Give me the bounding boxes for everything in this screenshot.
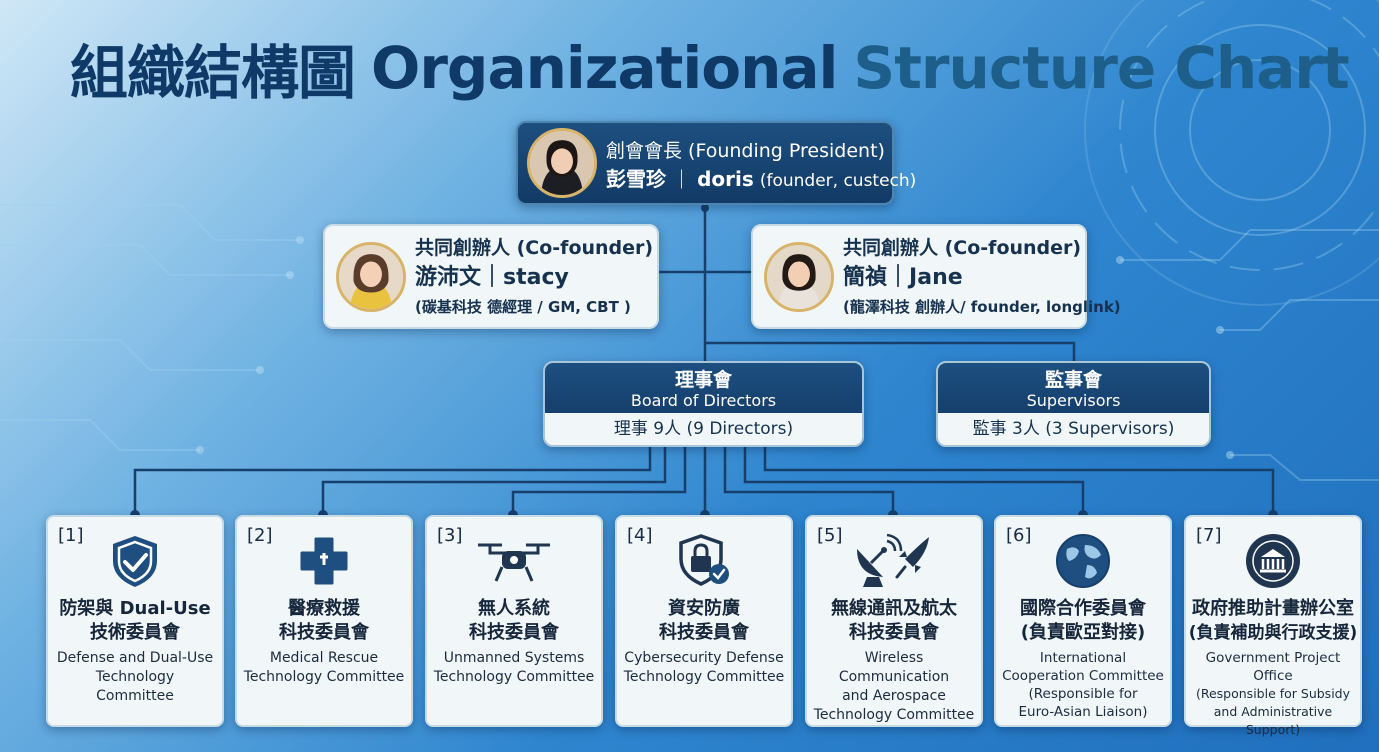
title-en-part2: Structure Chart: [853, 34, 1349, 102]
person-photo-icon: [339, 245, 403, 309]
cofounder-card: 共同創辦人 (Co-founder) 游沛文｜stacy (碳基科技 德經理 /…: [323, 224, 659, 329]
avatar: [764, 242, 834, 312]
avatar: [527, 128, 597, 198]
committee-number: [3]: [437, 525, 463, 546]
committee-title-en: International: [1039, 650, 1127, 666]
cofounder-role: 共同創辦人 (Co-founder): [843, 237, 1082, 259]
medical-cross-icon: [294, 531, 354, 591]
committee-title-en: Technology: [95, 669, 175, 685]
person-photo-icon: [767, 245, 831, 309]
committee-title-en: Cybersecurity Defense: [624, 650, 784, 666]
board-member-count: 理事 9人 (9 Directors): [613, 419, 794, 439]
committee-title-en: (Responsible for Subsidy: [1195, 686, 1351, 701]
drone-icon: [472, 531, 556, 591]
globe-icon: [1053, 531, 1113, 591]
committee-title-en: Medical Rescue: [269, 650, 379, 666]
committee-card: [6] 國際合作委員會 (負責歐亞對接) International Coope…: [994, 515, 1172, 727]
committee-title-zh: 資安防廣: [668, 598, 740, 619]
committee-title-zh: 科技委員會: [659, 622, 749, 643]
committee-title-zh: 無人系統: [478, 598, 550, 619]
supervisors-card: 監事會 Supervisors 監事 3人 (3 Supervisors): [936, 361, 1211, 447]
board-of-directors-card: 理事會 Board of Directors 理事 9人 (9 Director…: [543, 361, 864, 447]
committee-title-en: Unmanned Systems: [443, 650, 585, 666]
committee-card: [3] 無人系統 科技委員會 Unmanned Systems Technolo…: [425, 515, 603, 727]
person-photo-icon: [530, 131, 594, 195]
committee-title-en: Technology Committee: [813, 707, 975, 723]
committee-card: [1] 防架與 Dual-Use 技術委員會 Defense and Dual-…: [46, 515, 224, 727]
cofounder-card: 共同創辦人 (Co-founder) 簡禎｜Jane (龍澤科技 創辦人/ fo…: [751, 224, 1121, 329]
name-separator: ｜: [672, 169, 692, 191]
committee-title-en: Cooperation Committee: [1002, 668, 1164, 684]
board-title-zh: 監事會: [1044, 369, 1102, 391]
board-title-en: Board of Directors: [630, 391, 777, 410]
committee-title-en: (Responsible for: [1028, 686, 1138, 702]
committee-number: [4]: [627, 525, 653, 546]
board-title-zh: 理事會: [674, 369, 732, 391]
committee-title-zh: 政府推助計畫辦公室: [1192, 598, 1354, 619]
committee-title-zh: 無線通訊及航太: [831, 598, 957, 619]
title-zh: 組織結構圖: [70, 39, 356, 107]
cofounder-name-zh: 簡禎: [843, 265, 888, 290]
cofounder-name-zh: 游沛文: [415, 265, 482, 290]
committee-title-zh: 技術委員會: [90, 622, 180, 643]
committee-card: [2] 醫療救援 科技委員會 Medical Rescue Technology…: [235, 515, 413, 727]
president-role: 創會會長 (Founding President): [606, 140, 885, 162]
cofounder-org: (龍澤科技 創辦人/ founder, longlink): [843, 298, 1121, 316]
page-title: 組織結構圖 Organizational Structure Chart: [70, 28, 1350, 108]
committee-title-zh: 防架與 Dual-Use: [59, 598, 211, 619]
committee-title-en: Euro-Asian Liaison): [1018, 704, 1148, 720]
committee-number: [5]: [817, 525, 843, 546]
committee-number: [6]: [1006, 525, 1032, 546]
cofounder-org: (碳基科技 德經理 / GM, CBT ): [415, 298, 631, 316]
committee-title-en: and Aerospace: [842, 688, 946, 704]
board-member-count: 監事 3人 (3 Supervisors): [972, 419, 1175, 439]
committee-title-en: Committee: [96, 688, 174, 704]
committee-title-en: Office: [1253, 668, 1293, 684]
lock-shield-icon: [674, 531, 734, 591]
committee-title-en: Defense and Dual-Use: [56, 650, 214, 666]
committee-number: [7]: [1196, 525, 1222, 546]
name-separator: ｜: [481, 265, 504, 290]
committee-title-zh: 國際合作委員會: [1020, 598, 1146, 619]
president-name-en: doris: [697, 167, 754, 191]
committee-title-zh: 科技委員會: [849, 622, 939, 643]
committee-title-en: Technology Committee: [623, 669, 785, 685]
committee-title-en: and Administrative Support): [1213, 704, 1333, 737]
president-org: (founder, custech): [759, 171, 917, 191]
committee-card: [5] 無線通訊及航太 科技委員會 Wireless Communication…: [805, 515, 983, 727]
committee-title-zh: (負責補助與行政支援): [1188, 623, 1358, 643]
cofounder-role: 共同創辦人 (Co-founder): [415, 237, 654, 259]
committee-title-en: Technology Committee: [243, 669, 405, 685]
committee-card: [7] 政府推助計畫辦公室 (負責補助與行政支援) Government Pro…: [1184, 515, 1362, 737]
title-en-part1: Organizational: [371, 34, 838, 102]
board-title-en: Supervisors: [1026, 391, 1121, 410]
committee-number: [2]: [247, 525, 273, 546]
committee-title-zh: (負責歐亞對接): [1020, 622, 1146, 643]
committee-card: [4] 資安防廣 科技委員會 Cybersecurity Defense Tec…: [615, 515, 793, 727]
committee-title-en: Technology Committee: [433, 669, 595, 685]
founding-president-card: 創會會長 (Founding President) 彭雪珍 ｜ doris (f…: [516, 121, 916, 205]
president-name-zh: 彭雪珍: [606, 167, 666, 191]
committee-title-zh: 科技委員會: [279, 622, 369, 643]
committee-title-en: Government Project: [1205, 650, 1341, 666]
avatar: [336, 242, 406, 312]
shield-check-icon: [105, 531, 165, 591]
cofounder-name-en: stacy: [503, 265, 569, 290]
committee-title-zh: 科技委員會: [469, 622, 559, 643]
committee-title-zh: 醫療救援: [288, 598, 360, 619]
name-separator: ｜: [887, 265, 910, 290]
cofounder-name-en: Jane: [909, 265, 963, 290]
committee-title-en: Wireless Communication: [838, 650, 950, 685]
satellite-rocket-icon: [849, 531, 939, 591]
government-seal-icon: [1243, 531, 1303, 591]
committee-number: [1]: [58, 525, 84, 546]
